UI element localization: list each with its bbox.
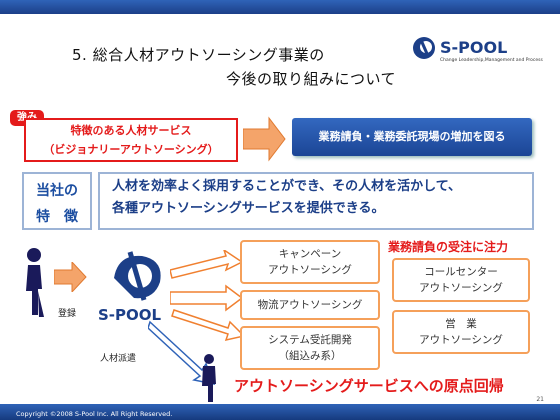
service-campaign-line2: アウトソーシング <box>268 264 352 276</box>
company-logo: S-POOL Change Leadership,Management and … <box>412 36 543 66</box>
feature-line2: 各種アウトソーシングサービスを提供できる。 <box>112 201 385 216</box>
page-number: 21 <box>536 396 544 403</box>
conclusion-text: アウトソーシングサービスへの原点回帰 <box>234 377 504 395</box>
service-campaign: キャンペーン アウトソーシング <box>240 240 380 284</box>
title-line1: 5. 総合人材アウトソーシング事業の <box>72 46 325 64</box>
dispatch-label: 人材派遣 <box>100 354 137 364</box>
logo-tagline: Change Leadership,Management and Process <box>440 58 543 63</box>
strength-box: 特徴のある人材サービス （ビジョナリーアウトソーシング） <box>24 118 238 162</box>
service-call-line1: コールセンター <box>424 266 498 278</box>
feature-label-line2: 特 徴 <box>36 209 78 225</box>
bottom-band <box>0 404 560 420</box>
logo-text: S-POOL <box>440 38 508 57</box>
service-logistics: 物流アウトソーシング <box>240 290 380 320</box>
feature-label: 当社の 特 徴 <box>22 172 92 230</box>
register-label: 登録 <box>58 309 77 319</box>
service-sales: 営 業 アウトソーシング <box>392 310 530 354</box>
service-sales-line2: アウトソーシング <box>419 334 503 346</box>
service-call-center: コールセンター アウトソーシング <box>392 258 530 302</box>
service-system-dev: システム受託開発 （組込み系） <box>240 326 380 370</box>
person-walking-icon <box>26 248 44 317</box>
title-line2: 今後の取り組みについて <box>226 70 397 88</box>
service-system-line1: システム受託開発 <box>268 334 352 346</box>
feature-box: 人材を効率よく採用することができ、その人材を活かして、 各種アウトソーシングサー… <box>98 172 534 230</box>
service-campaign-line1: キャンペーン <box>278 248 342 260</box>
logo-mark-icon <box>413 37 435 59</box>
result-box: 業務請負・業務委託現場の増加を図る <box>292 118 532 156</box>
focus-text: 業務請負の受注に注力 <box>388 240 509 254</box>
strength-line2: （ビジョナリーアウトソーシング） <box>43 143 219 156</box>
service-call-line2: アウトソーシング <box>419 282 503 294</box>
register-arrow-icon <box>54 262 87 292</box>
feature-label-line1: 当社の <box>36 183 78 199</box>
feature-line1: 人材を効率よく採用することができ、その人材を活かして、 <box>112 179 462 194</box>
copyright-text: Copyright ©2008 S-Pool Inc. All Right Re… <box>16 410 173 418</box>
dispatched-person-icon <box>202 354 216 402</box>
right-arrow-icon <box>243 116 286 162</box>
service-system-line2: （組込み系） <box>278 350 342 362</box>
service-arrows <box>170 250 246 342</box>
service-sales-line1: 営 業 <box>445 318 477 330</box>
top-band <box>0 0 560 14</box>
strength-line1: 特徴のある人材サービス <box>70 124 192 137</box>
spool-label: S-POOL <box>98 306 162 324</box>
spool-mark-icon <box>114 251 161 301</box>
